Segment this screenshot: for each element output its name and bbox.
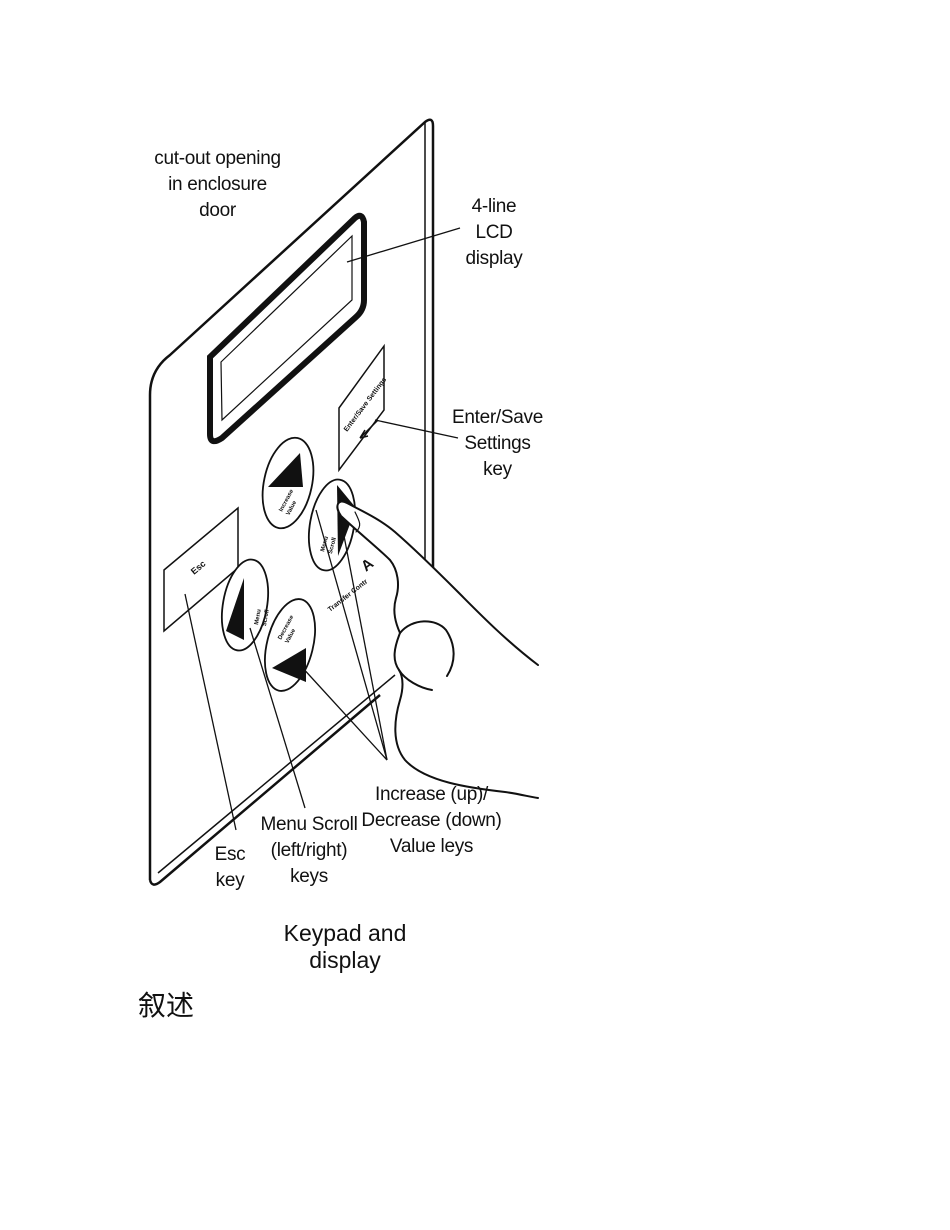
- lcd-display: [207, 212, 367, 445]
- menu-scroll-left-line1: Menu: [254, 609, 263, 626]
- brand-fragment: A: [358, 555, 377, 575]
- cutout-label-line2: in enclosure: [168, 174, 267, 195]
- cutout-label-line1: cut-out opening: [154, 148, 281, 169]
- enter-label-line2: Settings: [464, 433, 531, 454]
- menu-scroll-label: Menu Scroll (left/right) keys: [258, 812, 360, 890]
- svg-text:Menu Scroll: Menu Scroll: [254, 607, 271, 627]
- lcd-label-line2: LCD: [475, 222, 513, 243]
- esc-key-label: Esc key: [205, 842, 255, 894]
- figure-caption: Keypad and display: [283, 920, 407, 973]
- menu-scroll-left-line2: Scroll: [262, 609, 271, 627]
- value-label-line2: Decrease (down): [361, 810, 502, 831]
- lcd-label: 4-line LCD display: [455, 194, 533, 272]
- lcd-label-line1: 4-line: [471, 196, 517, 217]
- enter-label-line1: Enter/Save: [452, 407, 543, 428]
- menu-scroll-left-key[interactable]: Menu Scroll: [215, 556, 274, 654]
- lcd-label-line3: display: [465, 248, 523, 269]
- esc-label-line2: key: [215, 870, 245, 891]
- section-heading: 叙述: [138, 989, 195, 1022]
- callout-lines: [184, 227, 461, 831]
- value-keys-label: Increase (up)/ Decrease (down) Value ley…: [354, 782, 509, 860]
- left-arrow-icon: [226, 578, 244, 640]
- cutout-label-line3: door: [199, 200, 236, 221]
- up-arrow-icon: [268, 453, 303, 487]
- menu-label-line2: (left/right): [270, 840, 348, 861]
- enter-key-label: Enter/Save Settings key: [450, 405, 545, 483]
- value-label-line1: Increase (up)/: [374, 784, 489, 805]
- down-arrow-icon: [272, 648, 306, 682]
- value-label-line3: Value leys: [389, 836, 474, 857]
- menu-label-line3: keys: [290, 866, 328, 887]
- cutout-label: cut-out opening in enclosure door: [140, 146, 295, 224]
- enclosure-panel: [148, 118, 435, 886]
- enter-label-line3: key: [483, 459, 512, 480]
- hand-illustration: [336, 500, 539, 799]
- panel-subtitle-fragment: Transfer Contr: [327, 578, 370, 613]
- enter-save-key[interactable]: Enter/Save Settings: [338, 343, 388, 473]
- esc-label-line1: Esc: [214, 844, 246, 865]
- increase-value-key[interactable]: Increase Value: [255, 433, 321, 533]
- menu-label-line1: Menu Scroll: [260, 814, 358, 835]
- menu-scroll-right-line2: Scroll: [328, 537, 338, 555]
